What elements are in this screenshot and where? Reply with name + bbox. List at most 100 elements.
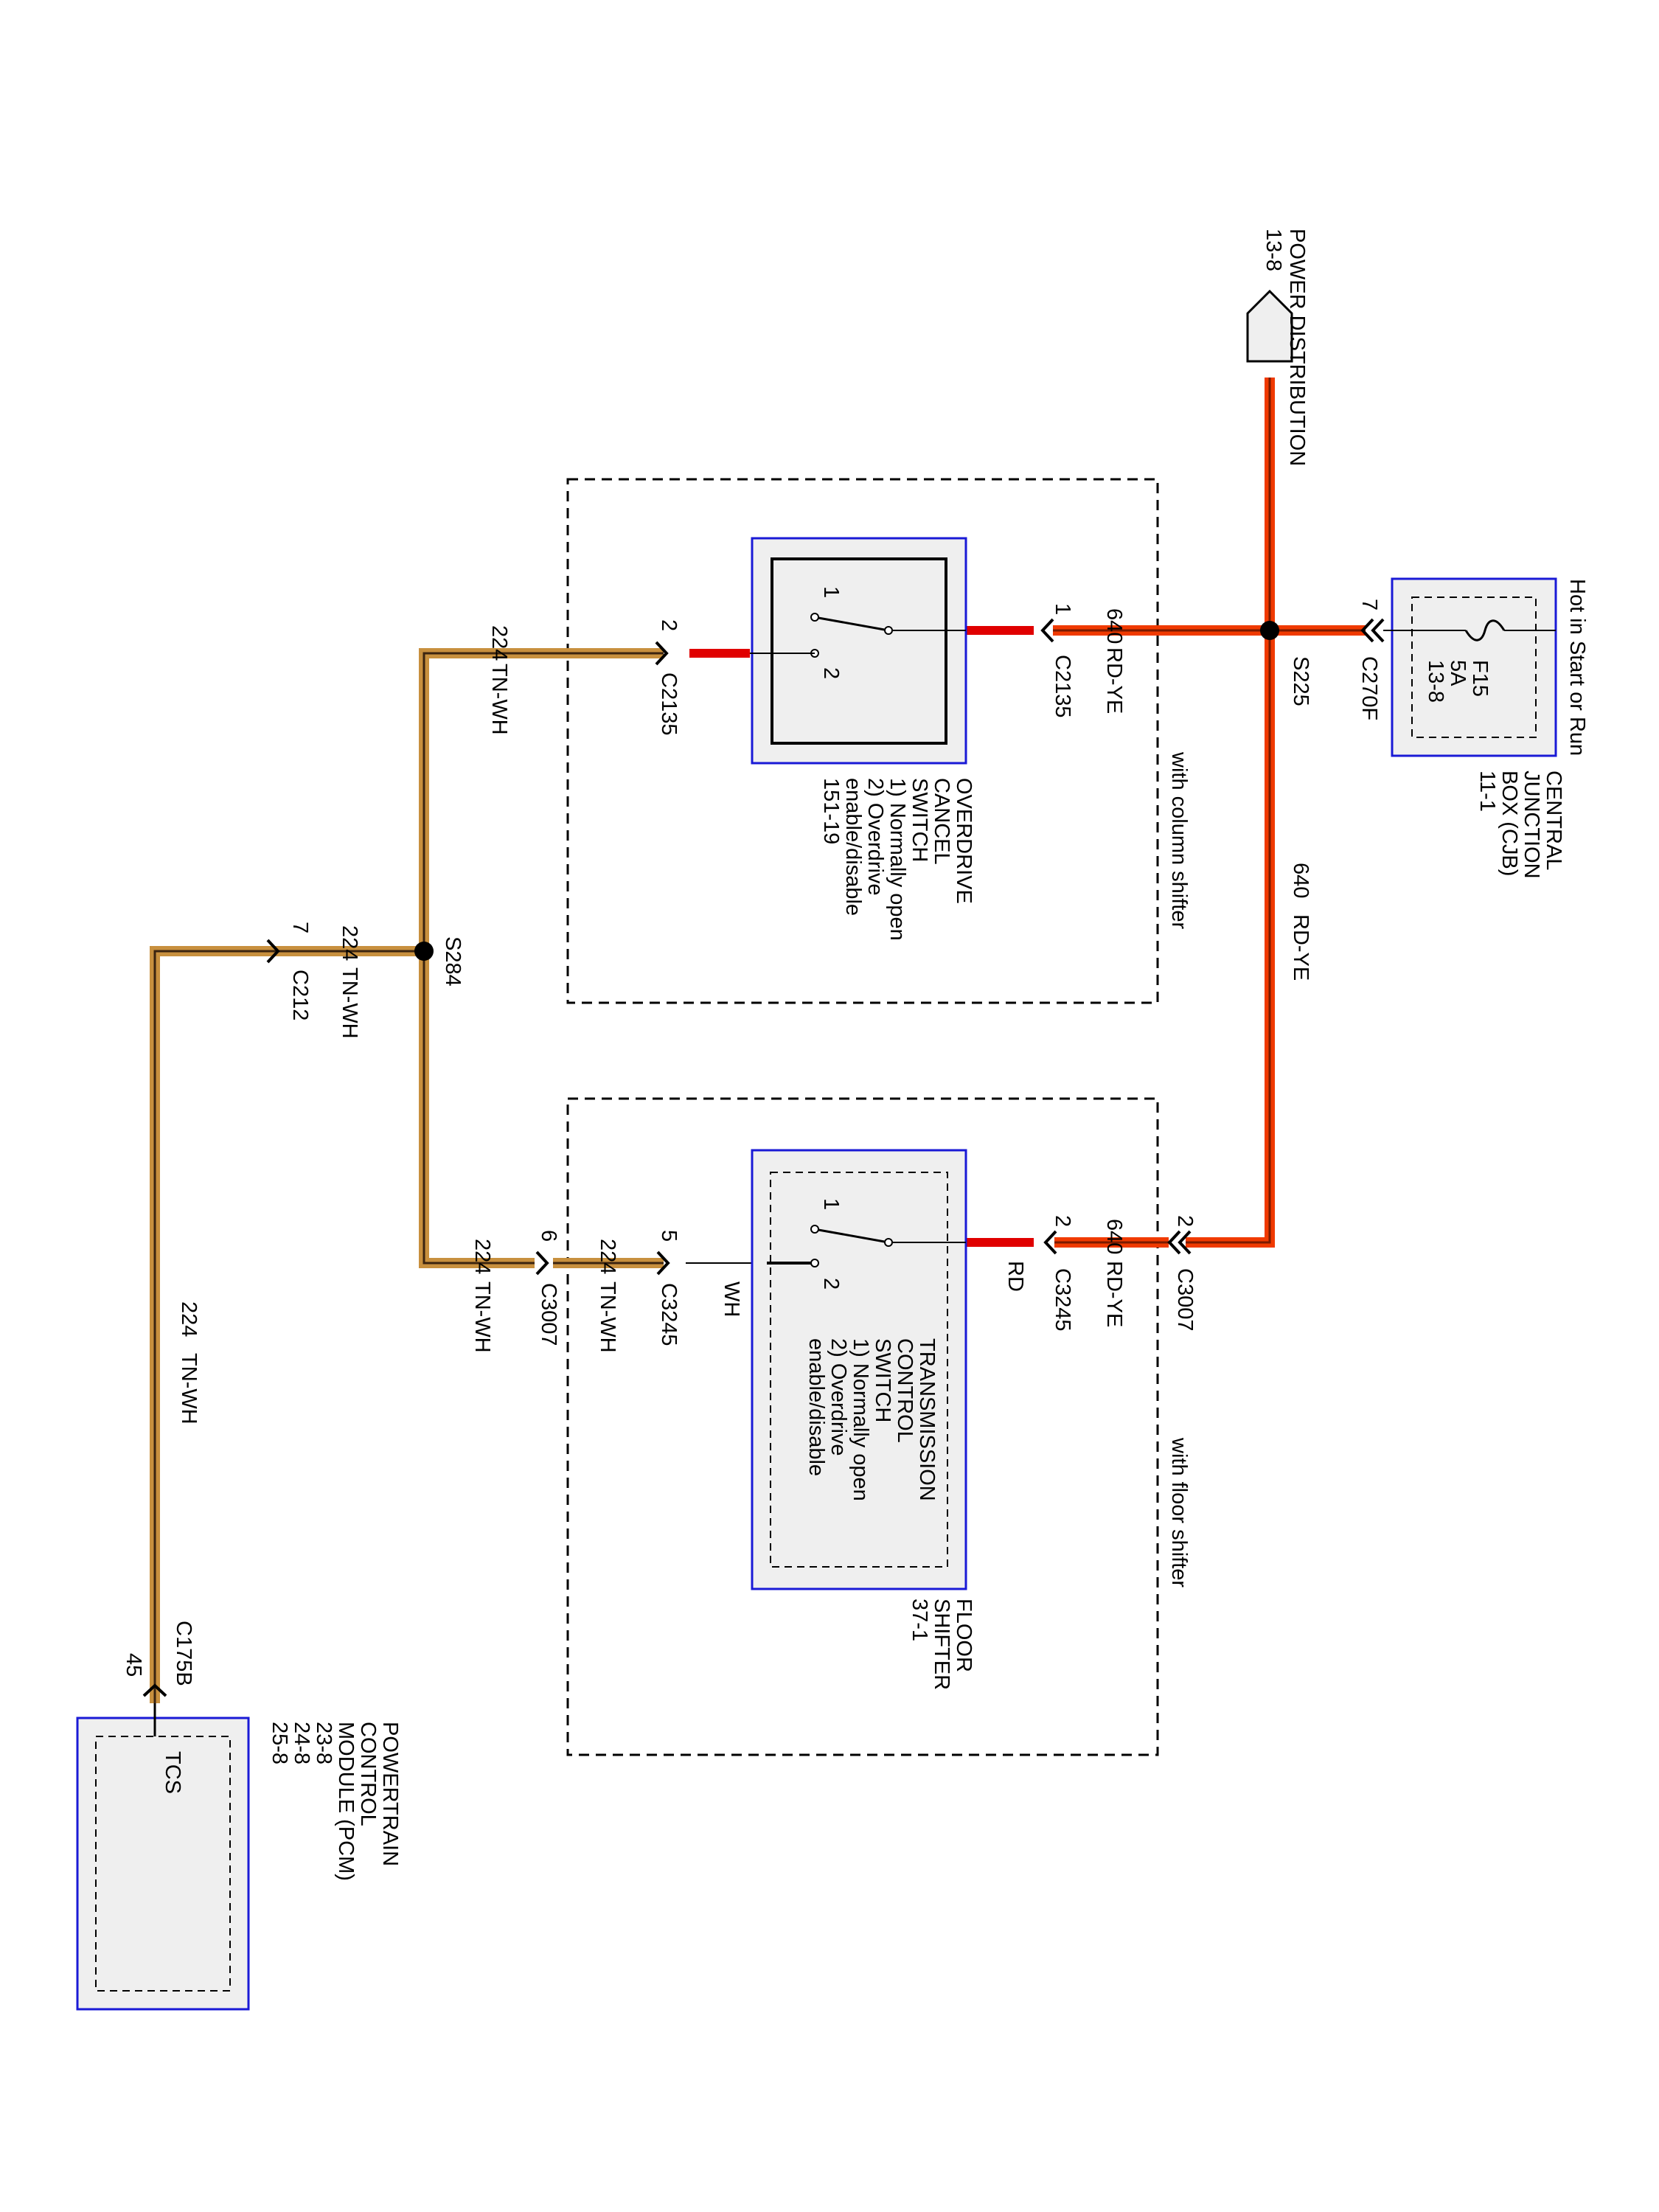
wire-224-top-color: TN-WH <box>487 664 511 735</box>
ocs-border <box>751 537 967 765</box>
wire-640-top-circuit: 640 <box>1102 608 1126 644</box>
wire-rd <box>689 626 1034 1247</box>
pcm-name-1: CONTROL <box>356 1722 380 1826</box>
pcm-inner <box>95 1736 231 1992</box>
pcm-name-0: POWERTRAIN <box>378 1722 402 1866</box>
tcs-border <box>751 1149 967 1590</box>
c3245-pin-out: 5 <box>657 1230 681 1242</box>
cjb-name-3: 11-1 <box>1475 771 1499 812</box>
c2135-connector-in: C2135 <box>1051 655 1074 717</box>
ocs-contact-2: 2 <box>819 667 843 679</box>
c3245-out-chevron <box>656 1251 670 1276</box>
central-junction-box: F15 5A 13-8 Hot in Start or Run CENTRAL … <box>1357 577 1589 879</box>
splice-s284-label: S284 <box>441 936 465 987</box>
c2135-out-chevron <box>655 641 669 666</box>
c270f-chevron <box>1360 618 1385 643</box>
connector-chevrons <box>142 618 1385 1697</box>
c2135-in-chevron <box>1040 618 1054 643</box>
cjb-connector: C270F <box>1357 656 1381 720</box>
tcs-contact-2: 2 <box>819 1278 843 1290</box>
ocs-name-6: 151-19 <box>819 778 843 844</box>
wire-224-low-color: TN-WH <box>470 1281 494 1353</box>
fuse-rating: 5A <box>1446 660 1470 686</box>
c212-connector: C212 <box>288 970 312 1020</box>
wire-224-top-circuit: 224 <box>487 625 511 661</box>
c3007-connector-b: C3007 <box>537 1283 560 1346</box>
tcs-name-2: SWITCH <box>871 1338 894 1422</box>
ocs-name-1: CANCEL <box>930 778 953 865</box>
wire-640-floor-circuit: 640 <box>1102 1219 1126 1254</box>
splice-s225-dot <box>1260 621 1279 640</box>
c212-chevron <box>266 939 280 964</box>
tcs-name-4: 2) Overdrive <box>827 1338 850 1456</box>
overdrive-cancel-switch: 1 2 OVERDRIVE CANCEL SWITCH 1) Normally … <box>750 537 975 941</box>
tcs-inner <box>770 1172 948 1568</box>
wire-224-mid-color: TN-WH <box>596 1281 619 1353</box>
c3007-pin-b: 6 <box>537 1230 560 1242</box>
wire-640-top-color: RD-YE <box>1102 647 1126 714</box>
splice-s284-dot <box>414 942 434 961</box>
wire-224-c212-color: TN-WH <box>338 967 361 1039</box>
c3245-connector-in: C3245 <box>1051 1268 1074 1331</box>
c2135-connector-out: C2135 <box>657 672 681 735</box>
wire-224-mid-circuit: 224 <box>596 1239 619 1274</box>
c175b-pin: 45 <box>122 1653 145 1677</box>
column-shifter-label: with column shifter <box>1167 751 1191 929</box>
fuse-name: F15 <box>1468 660 1492 697</box>
powertrain-control-module: TCS POWERTRAIN CONTROL MODULE (PCM) 23-8… <box>76 1703 402 2011</box>
c2135-pin-out: 2 <box>657 619 681 631</box>
column-shifter-option-box <box>566 478 1159 1004</box>
tcs-name-0: TRANSMISSION <box>915 1338 939 1501</box>
power-distribution-label: POWER DISTRIBUTION <box>1285 229 1309 466</box>
cjb-name-2: BOX (CJB) <box>1498 771 1521 876</box>
pcm-name-2: MODULE (PCM) <box>334 1722 358 1881</box>
ocs-name-0: OVERDRIVE <box>952 778 975 904</box>
c3007-pin-a: 2 <box>1173 1215 1197 1227</box>
power-distribution: POWER DISTRIBUTION 13-8 <box>1246 229 1309 466</box>
wire-224-c212-circuit: 224 <box>338 925 361 961</box>
floor-location-0: FLOOR <box>952 1599 975 1672</box>
cjb-name-1: JUNCTION <box>1520 771 1543 879</box>
power-distribution-symbol <box>1246 289 1293 363</box>
fuse-ref: 13-8 <box>1424 660 1447 703</box>
ocs-name-2: SWITCH <box>908 778 931 862</box>
ocs-contact-1: 1 <box>819 586 843 598</box>
splice-s225-label: S225 <box>1289 656 1312 706</box>
pcm-name-3: 23-8 <box>312 1722 335 1764</box>
floor-shifter-option-box <box>566 1097 1159 1756</box>
wire-224-tn-wh <box>150 648 664 1703</box>
floor-location-2: 37-1 <box>908 1599 931 1641</box>
c175b-connector: C175B <box>172 1621 195 1686</box>
wire-wh-label: WH <box>720 1281 743 1317</box>
ocs-name-4: 2) Overdrive <box>863 778 887 896</box>
pcm-name-5: 25-8 <box>268 1722 291 1764</box>
pcm-input: TCS <box>161 1751 184 1794</box>
wire-640-rd-ye <box>1053 378 1366 1248</box>
wire-224-vertical-color: TN-WH <box>177 1353 201 1425</box>
fuse-symbol <box>1464 619 1506 641</box>
c3007-connector-a: C3007 <box>1173 1268 1197 1331</box>
c3007-in-chevron <box>1167 1230 1192 1255</box>
c3245-pin-in: 2 <box>1051 1215 1074 1227</box>
cjb-pin: 7 <box>1357 599 1381 611</box>
cjb-name-0: CENTRAL <box>1542 771 1565 870</box>
c3245-connector-out: C3245 <box>657 1283 681 1346</box>
c175b-chevron <box>142 1683 167 1697</box>
wire-rd-label: RD <box>1004 1261 1027 1292</box>
c3007-out-chevron <box>535 1251 549 1276</box>
ocs-name-3: 1) Normally open <box>886 778 909 941</box>
wire-224-low-circuit: 224 <box>470 1239 494 1274</box>
wire-640-floor-color: RD-YE <box>1102 1261 1126 1327</box>
cjb-inner <box>1411 597 1537 738</box>
tcs-name-5: enable/disable <box>804 1338 828 1476</box>
cjb-border <box>1391 577 1557 757</box>
c2135-pin-in: 1 <box>1051 603 1074 615</box>
ocs-inner <box>771 557 947 745</box>
tcs-name-3: 1) Normally open <box>849 1338 872 1501</box>
cjb-condition: Hot in Start or Run <box>1565 579 1589 756</box>
tcs-blade <box>818 1228 889 1244</box>
tcs-name-1: CONTROL <box>893 1338 917 1443</box>
tcs-contact-1: 1 <box>819 1198 843 1210</box>
pcm-name-4: 24-8 <box>290 1722 313 1764</box>
